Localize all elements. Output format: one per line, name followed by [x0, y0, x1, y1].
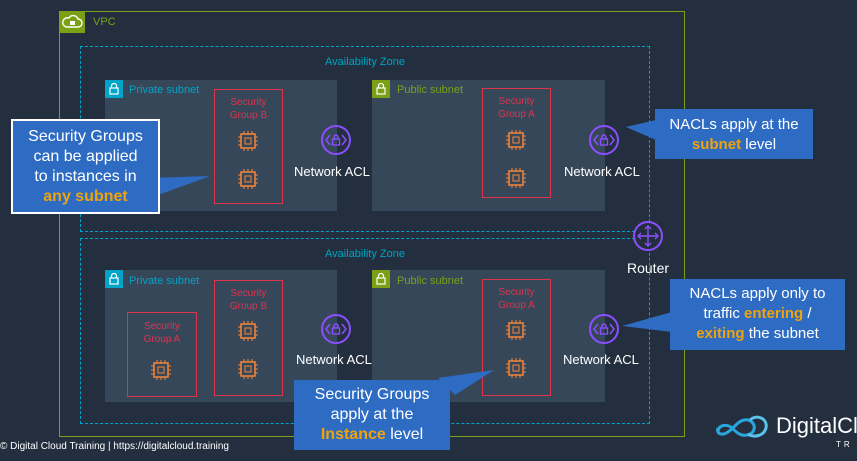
instance-chip-icon: [506, 320, 526, 340]
callout-sg-any-subnet: Security Groups can be applied to instan…: [11, 119, 160, 214]
instance-chip-icon: [238, 131, 258, 151]
callout-nacl-traffic-highlight-entering: entering: [744, 305, 804, 322]
network-acl-label: Network ACL: [563, 352, 639, 367]
private-subnet-bottom-lock-icon: [105, 270, 123, 288]
callout-sg-instance-line1: Security Groups: [314, 386, 430, 403]
vpc-cloud-icon: [59, 11, 85, 33]
network-acl-icon: [321, 125, 351, 155]
callout-nacl-traffic-pre: traffic: [703, 305, 740, 322]
availability-zone-top-label: Availability Zone: [325, 56, 405, 68]
router-icon: [633, 221, 663, 251]
callout-sg-instance-line2: apply at the: [330, 406, 414, 423]
instance-chip-icon: [238, 359, 258, 379]
callout-nacl-traffic: NACLs apply only to traffic entering / e…: [670, 279, 845, 350]
private-subnet-bottom-label: Private subnet: [129, 275, 200, 287]
logo-subtext: TR: [836, 440, 853, 449]
instance-chip-icon: [238, 321, 258, 341]
private-subnet-top-label: Private subnet: [129, 84, 200, 96]
instance-chip-icon: [506, 168, 526, 188]
callout-nacl-traffic-highlight-exiting: exiting: [696, 325, 745, 342]
security-group-b-bottom: [214, 280, 283, 396]
callout-nacl-subnet-tail: level: [745, 136, 777, 153]
network-acl-label: Network ACL: [294, 164, 370, 179]
security-group-b-top: [214, 89, 283, 204]
logo-text: DigitalCl: [776, 413, 857, 438]
instance-chip-icon: [238, 169, 258, 189]
instance-chip-icon: [506, 358, 526, 378]
callout-sg-instance-level: Security Groups apply at the Instance le…: [294, 380, 450, 450]
public-subnet-top: [372, 80, 605, 211]
public-subnet-bottom-lock-icon: [372, 270, 390, 288]
security-group-a-bottom-right: [482, 279, 551, 396]
private-subnet-top-lock-icon: [105, 80, 123, 98]
callout-nacl-subnet-level: NACLs apply at the subnet level: [655, 109, 813, 159]
network-acl-label: Network ACL: [564, 164, 640, 179]
network-acl-label: Network ACL: [296, 352, 372, 367]
network-acl-icon: [589, 125, 619, 155]
callout-nacl-traffic-line1: NACLs apply only to: [689, 285, 826, 302]
availability-zone-bottom-label: Availability Zone: [325, 248, 405, 260]
network-acl-icon: [589, 314, 619, 344]
router-label: Router: [627, 260, 670, 276]
callout-sg-any-line2: can be applied: [33, 148, 138, 165]
callout-sg-any-highlight: any subnet: [43, 188, 128, 205]
instance-chip-icon: [506, 130, 526, 150]
callout-sg-instance-tail: level: [390, 426, 424, 443]
callout-nacl-traffic-slash: /: [807, 305, 812, 322]
security-group-a-top: [482, 88, 551, 198]
callout-nacl-subnet-line1: NACLs apply at the: [669, 116, 799, 133]
footer-copyright: © Digital Cloud Training | https://digit…: [0, 441, 229, 452]
public-subnet-bottom-label: Public subnet: [397, 275, 464, 287]
public-subnet-top-label: Public subnet: [397, 84, 464, 96]
public-subnet-top-lock-icon: [372, 80, 390, 98]
callout-sg-any-line3: to instances in: [34, 168, 137, 185]
callout-nacl-subnet-highlight: subnet: [691, 136, 742, 153]
vpc-label: VPC: [93, 16, 116, 28]
callout-sg-any-line1: Security Groups: [28, 128, 143, 145]
callout-sg-instance-highlight: Instance: [320, 426, 386, 443]
instance-chip-icon: [151, 360, 171, 380]
callout-nacl-traffic-tail: the subnet: [748, 325, 819, 342]
digital-cloud-logo-icon: [716, 415, 768, 438]
network-acl-icon: [321, 314, 351, 344]
security-group-a-bottom-left: [127, 312, 197, 397]
